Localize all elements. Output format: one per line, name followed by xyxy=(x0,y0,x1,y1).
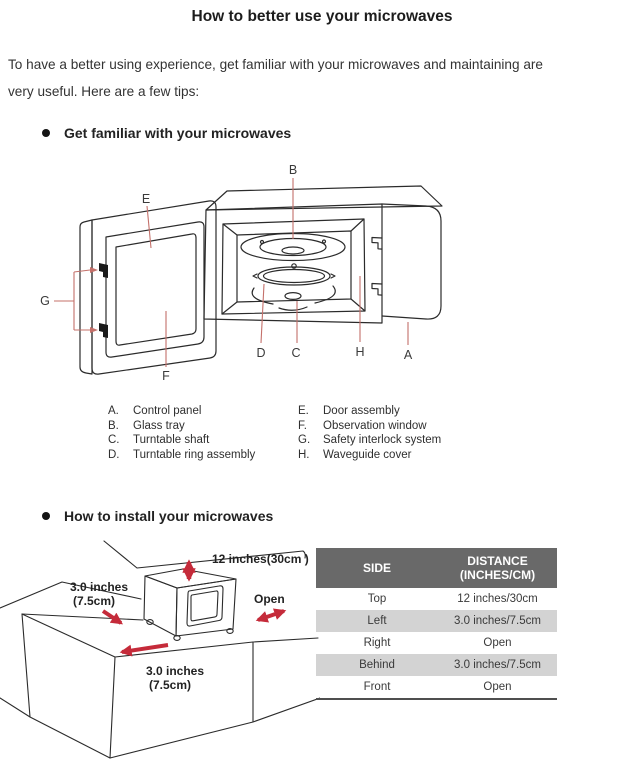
parts-list-right: E.Door assembly F.Observation window G.S… xyxy=(298,404,441,462)
install-microwave-window xyxy=(186,585,224,627)
control-panel xyxy=(381,203,442,320)
microwave-parts-diagram: B E G F D C H A xyxy=(40,163,443,383)
table-row: Left 3.0 inches/7.5cm xyxy=(316,610,557,632)
intro-paragraph-line2: very useful. Here are a few tips: xyxy=(8,84,200,99)
table-row: Top 12 inches/30cm xyxy=(367,593,538,605)
left-clearance-label: 3.0 inches xyxy=(70,580,128,594)
behind-clearance-label: 3.0 inches xyxy=(146,664,204,678)
clearance-arrows xyxy=(101,559,287,657)
parts-list-item: D.Turntable ring assembly xyxy=(108,448,256,461)
bullet-icon xyxy=(42,512,50,520)
window-frame xyxy=(105,221,205,358)
label-door-assembly: E xyxy=(142,192,150,206)
label-control-panel: A xyxy=(404,348,413,362)
left-clearance-label2: (7.5cm) xyxy=(73,594,115,608)
section-heading-familiar: Get familiar with your microwaves xyxy=(42,125,291,141)
install-microwave-door xyxy=(175,578,237,637)
observation-window xyxy=(115,233,197,346)
floor-arc-right xyxy=(314,285,336,304)
counter-top xyxy=(21,613,319,658)
bullet-icon xyxy=(42,129,50,137)
latch-receiver-top-icon xyxy=(371,236,383,250)
wall-corner xyxy=(0,581,142,609)
distance-table: SIDE DISTANCE (INCHES/CM) Top 12 inches/… xyxy=(316,548,557,700)
upper-shelf xyxy=(103,540,306,569)
page-title: How to better use your microwaves xyxy=(191,8,453,25)
door-latch-bottom-icon xyxy=(99,323,108,338)
section-heading-label: Get familiar with your microwaves xyxy=(64,125,292,141)
turntable-ring xyxy=(257,266,331,286)
label-turntable-shaft: C xyxy=(291,346,300,360)
parts-list-item: G.Safety interlock system xyxy=(298,434,442,447)
parts-list-item: E.Door assembly xyxy=(298,405,400,417)
door-assembly xyxy=(91,200,217,375)
microwave-top-face xyxy=(205,185,443,211)
table-row: Right Open xyxy=(363,637,512,649)
parts-list-item: F.Observation window xyxy=(298,419,427,432)
floor-arc-left xyxy=(251,287,274,305)
label-turntable-ring: D xyxy=(256,346,265,360)
parts-list-item: A.Control panel xyxy=(108,405,202,417)
parts-list-left: A.Control panel B.Glass tray C.Turntable… xyxy=(108,404,255,462)
behind-clearance-label2: (7.5cm) xyxy=(149,678,191,692)
open-clearance-arrow xyxy=(255,608,287,623)
floor-arc-front xyxy=(278,306,308,311)
behind-clearance-arrow xyxy=(119,643,169,657)
table-row: Front Open xyxy=(363,681,512,693)
door-edge xyxy=(79,219,93,375)
microwave-foot xyxy=(173,635,181,641)
counter-front xyxy=(109,641,320,759)
intro-paragraph-line1: To have a better using experience, get f… xyxy=(8,57,543,72)
open-clearance-label: Open xyxy=(254,592,285,606)
label-waveguide-cover: H xyxy=(355,345,364,359)
parts-list-item: H.Waveguide cover xyxy=(298,448,412,461)
header-distance: DISTANCE (INCHES/CM) xyxy=(459,554,536,582)
door-latch-top-icon xyxy=(99,263,108,278)
turntable-shaft xyxy=(284,292,302,301)
parts-list-item: C.Turntable shaft xyxy=(108,434,210,447)
left-clearance-arrow xyxy=(101,609,123,625)
label-observation-window: F xyxy=(162,369,170,383)
header-side: SIDE xyxy=(362,561,391,575)
microwave-foot xyxy=(146,619,154,625)
install-clearance-diagram: 12 inches(30cm ) 3.0 inches (7.5cm) Open… xyxy=(0,540,320,759)
label-safety-interlock: G xyxy=(40,294,50,308)
label-glass-tray: B xyxy=(289,163,297,177)
table-row: Behind 3.0 inches/7.5cm xyxy=(316,654,557,676)
top-clearance-label: 12 inches(30cm ) xyxy=(212,552,309,566)
install-microwave-side xyxy=(143,575,178,637)
section-heading-label: How to install your microwaves xyxy=(64,508,274,524)
latch-receiver-bottom-icon xyxy=(371,282,383,296)
microwave-front-face xyxy=(203,203,383,324)
parts-list-item: B.Glass tray xyxy=(108,419,185,432)
leader-lines xyxy=(54,178,409,367)
microwave-foot xyxy=(226,628,234,634)
distance-table-header: SIDE DISTANCE (INCHES/CM) xyxy=(316,548,557,588)
section-heading-install: How to install your microwaves xyxy=(42,508,273,524)
counter-left-face xyxy=(0,613,111,759)
